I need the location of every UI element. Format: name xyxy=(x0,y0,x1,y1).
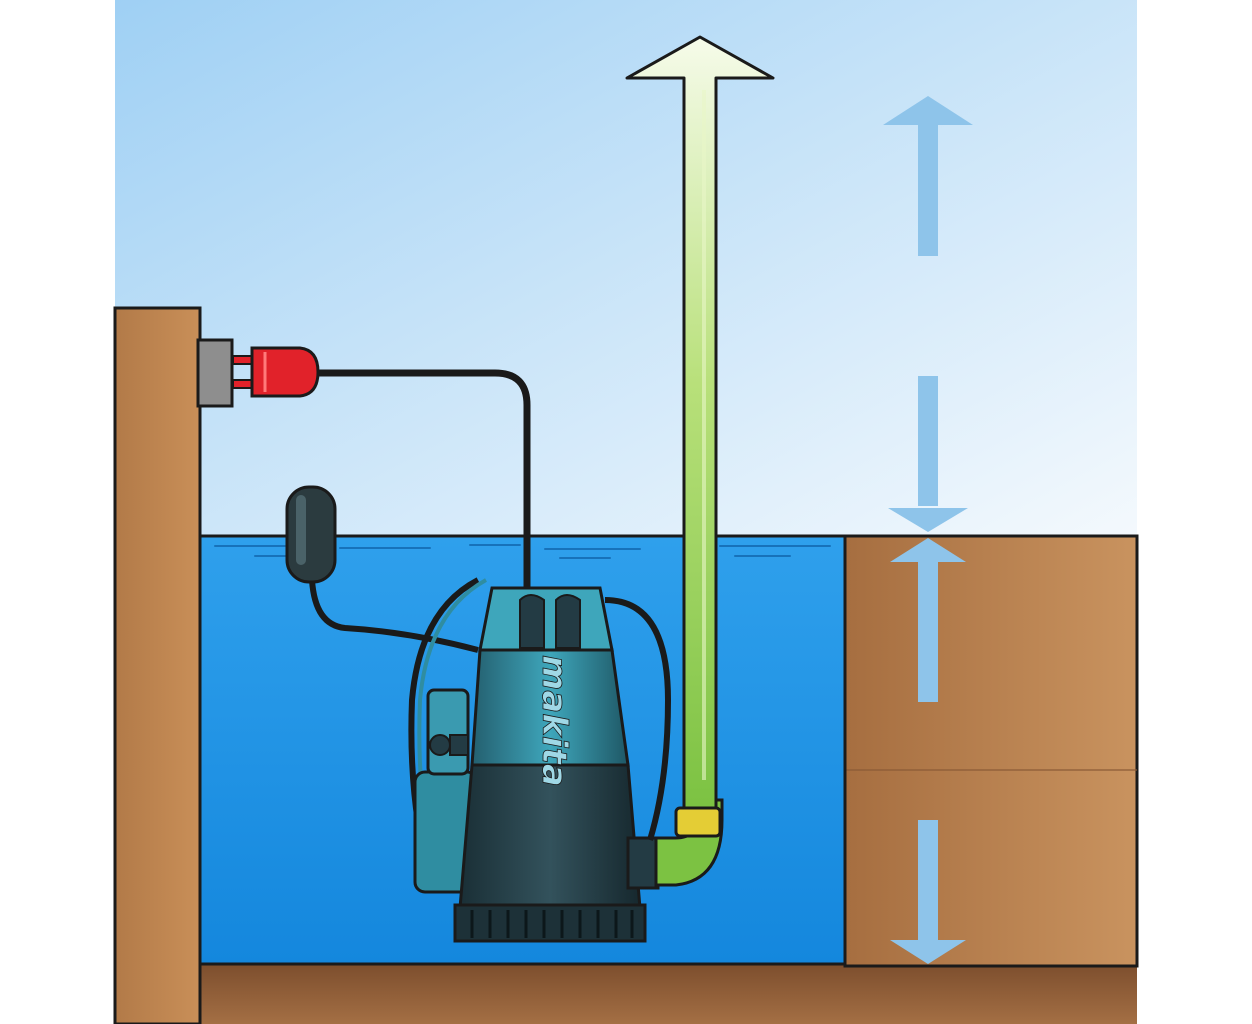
immersion-depth-double-arrow-icon xyxy=(890,538,966,964)
discharge-arrow-up-icon xyxy=(625,35,775,810)
delivery-head-double-arrow-icon xyxy=(883,96,973,532)
pump-side-housing xyxy=(408,577,487,894)
power-cable xyxy=(310,369,531,590)
pump-brand-logo: makita xyxy=(534,655,574,787)
power-plug-icon xyxy=(232,346,320,398)
wall-socket-icon xyxy=(196,338,234,408)
left-wall xyxy=(113,306,202,1024)
ground-floor xyxy=(115,960,1137,1024)
right-soil-block xyxy=(843,534,1139,968)
submersible-pump-icon xyxy=(453,586,660,943)
sky-background xyxy=(115,0,1137,540)
float-switch-cable xyxy=(309,579,479,653)
float-switch-icon xyxy=(285,485,337,584)
hose-coupling xyxy=(674,806,722,838)
pump-cable-loop xyxy=(604,597,672,841)
